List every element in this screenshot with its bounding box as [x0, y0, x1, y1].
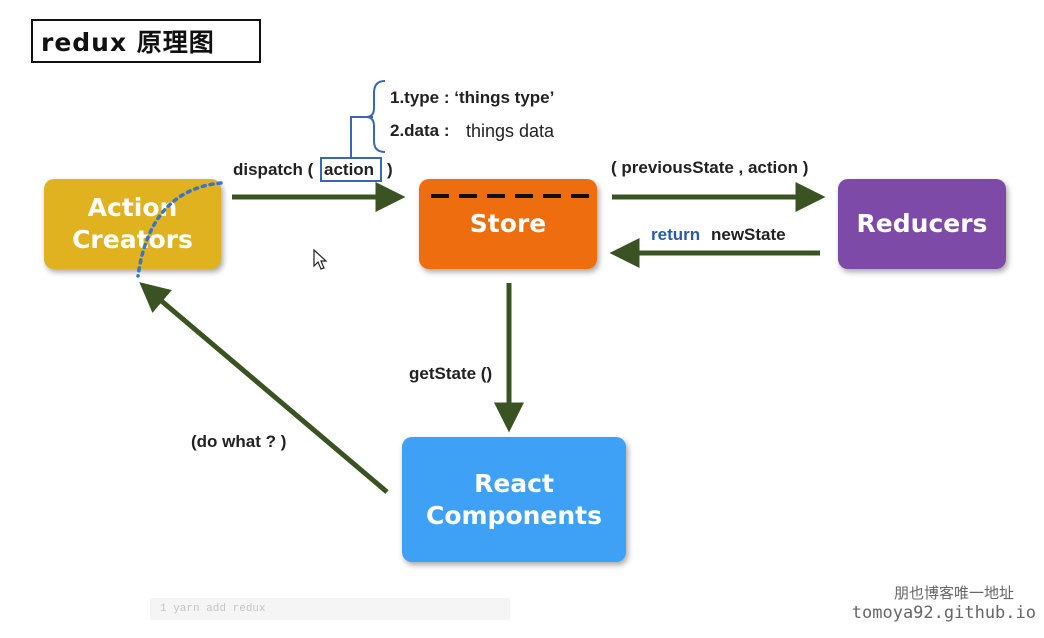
action-highlight-box	[320, 157, 382, 182]
return-word-label: return	[651, 225, 701, 244]
mouse-cursor-icon	[313, 249, 328, 270]
dispatch-suffix-label: )	[387, 160, 393, 179]
action-creators-node: Action Creators	[44, 179, 221, 269]
new-state-label: newState	[711, 225, 786, 244]
get-state-label: getState ()	[409, 364, 493, 383]
data-value-label: things data	[466, 121, 555, 141]
dispatch-label: dispatch (	[233, 160, 314, 179]
data-key-label: 2.data :	[390, 121, 450, 140]
reducers-label: Reducers	[856, 209, 988, 238]
store-label: Store	[469, 209, 547, 238]
reducers-node: Reducers	[838, 179, 1006, 269]
page-title: redux 原理图	[31, 19, 261, 63]
dispatch-action-label: action	[324, 160, 375, 179]
code-hint: 1 yarn add redux	[150, 598, 510, 620]
store-node: Store	[419, 179, 597, 269]
action-creators-label: Action Creators	[72, 193, 193, 254]
watermark-line2: tomoya92.github.io	[851, 603, 1036, 623]
react-components-label: React Components	[425, 468, 603, 530]
action-creators-dotted-arc	[136, 181, 223, 278]
previous-state-label: ( previousState , action )	[611, 158, 809, 177]
react-components-node: React Components	[402, 437, 626, 562]
do-what-arrow	[139, 282, 389, 494]
brace-connector	[350, 116, 373, 157]
do-what-label: (do what ? )	[191, 432, 287, 451]
watermark-line1: 朋也博客唯一地址	[893, 584, 1014, 602]
type-line-label: 1.type : ‘things type’	[390, 88, 555, 107]
curly-brace-icon	[365, 80, 386, 153]
